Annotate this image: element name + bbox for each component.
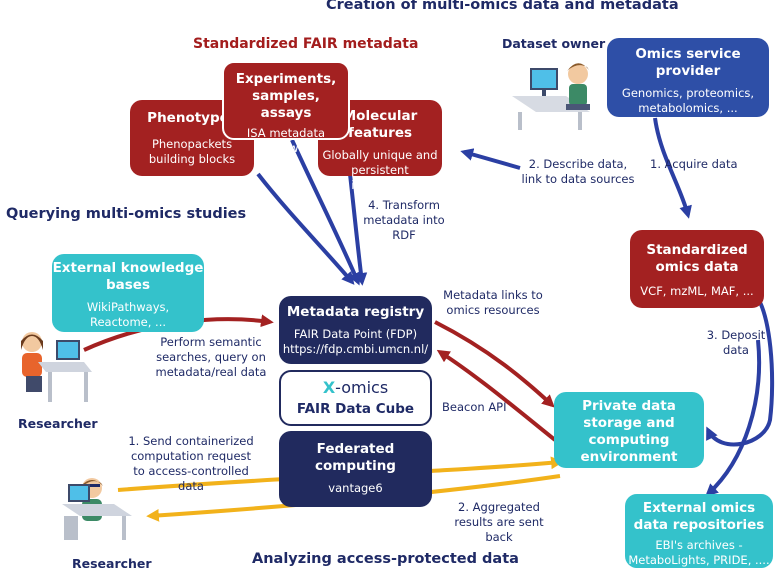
section-title-analyzing: Analyzing access-protected data: [252, 551, 519, 567]
omics-service-provider-box: Omics service provider Genomics, proteom…: [607, 38, 769, 117]
section-title-querying: Querying multi-omics studies: [6, 206, 247, 222]
federated-computing-title: Federated computing: [315, 441, 396, 474]
external-omics-repositories-box: External omics data repositories EBI's a…: [625, 494, 773, 568]
arrow-phenotypes-to-registry: [256, 172, 355, 285]
arrow-beacon-api: [436, 349, 557, 442]
standardized-omics-title: Standardized omics data: [646, 242, 748, 275]
x-omics-logo: X-omics: [281, 378, 430, 397]
experiments-title: Experiments, samples, assays: [235, 71, 337, 121]
label-semantic-search: Perform semantic searches, query on meta…: [155, 335, 267, 379]
arrow-registry-metadata-links: [434, 320, 555, 408]
x-omics-logo-text: -omics: [335, 378, 389, 397]
label-metadata-links: Metadata links to omics resources: [443, 288, 543, 317]
omics-service-body: Genomics, proteomics, metabolomics, ...: [621, 86, 755, 115]
label-deposit-data: 3. Deposit data: [706, 328, 766, 357]
private-storage-body: DRE, SURF RSC, VRE, ...: [560, 470, 698, 484]
phenotypes-box: Phenotypes Phenopackets building blocks: [130, 100, 254, 176]
dataset-owner-icon: [512, 63, 590, 130]
label-send-computation: 1. Send containerized computation reques…: [128, 434, 254, 493]
external-kb-body: WikiPathways, Reactome, ...: [86, 300, 170, 329]
label-acquire-data: 1. Acquire data: [650, 157, 738, 171]
researcher-bottom-icon: [62, 478, 132, 540]
metadata-registry-box: Metadata registry FAIR Data Point (FDP) …: [279, 296, 432, 364]
arrow-molecular-to-registry: [348, 173, 368, 286]
external-repos-title: External omics data repositories: [633, 500, 765, 533]
external-knowledge-bases-box: External knowledge bases WikiPathways, R…: [52, 254, 204, 332]
experiments-box: Experiments, samples, assays ISA metadat…: [222, 61, 350, 155]
omics-service-title: Omics service provider: [635, 46, 741, 79]
phenotypes-title: Phenotypes: [147, 110, 237, 126]
metadata-registry-url[interactable]: https://fdp.cmbi.umcn.nl/: [282, 342, 429, 356]
federated-computing-box: Federated computing vantage6: [279, 431, 432, 507]
external-kb-title: External knowledge bases: [52, 260, 204, 293]
arrow-deposit-data: [706, 288, 775, 447]
arrow-experiments-to-registry: [290, 139, 361, 286]
arrow-to-external-repos: [705, 339, 762, 497]
molecular-features-title: Molecular features: [342, 108, 418, 141]
private-storage-title: Private data storage and computing envir…: [580, 398, 678, 465]
x-omics-logo-x: X: [322, 378, 336, 397]
dataset-owner-label: Dataset owner: [502, 36, 606, 51]
fair-data-cube-box: X-omics FAIR Data Cube: [279, 370, 432, 426]
phenotypes-body: Phenopackets building blocks: [148, 137, 236, 166]
label-beacon-api: Beacon API: [442, 400, 507, 414]
standardized-omics-box: Standardized omics data VCF, mzML, MAF, …: [630, 230, 764, 308]
federated-computing-body: vantage6: [328, 481, 383, 495]
external-repos-body: EBI's archives - MetaboLights, PRIDE, ..…: [628, 538, 770, 567]
label-transform-metadata: 4. Transform metadata into RDF: [363, 198, 445, 242]
private-data-storage-box: Private data storage and computing envir…: [554, 392, 704, 484]
molecular-features-body: Globally unique and persistent identifie…: [322, 148, 438, 192]
standardized-omics-body: VCF, mzML, MAF, ...: [640, 284, 754, 298]
arrow-acquire-data: [653, 117, 692, 219]
researcher-top-icon: [21, 332, 92, 402]
fair-metadata-title: Standardized FAIR metadata: [193, 36, 419, 52]
fair-data-cube-title: FAIR Data Cube: [296, 401, 415, 417]
researcher-bottom-label: Researcher: [72, 556, 152, 571]
arrow-describe-data: [460, 148, 521, 170]
researcher-top-label: Researcher: [18, 416, 98, 431]
experiments-body: ISA metadata framework: [246, 126, 326, 155]
label-aggregated-results: 2. Aggregated results are sent back: [454, 500, 544, 544]
section-title-creation: Creation of multi-omics data and metadat…: [326, 0, 679, 13]
metadata-registry-body: FAIR Data Point (FDP): [293, 327, 418, 341]
metadata-registry-title: Metadata registry: [286, 304, 425, 320]
label-describe-data: 2. Describe data, link to data sources: [521, 157, 635, 186]
